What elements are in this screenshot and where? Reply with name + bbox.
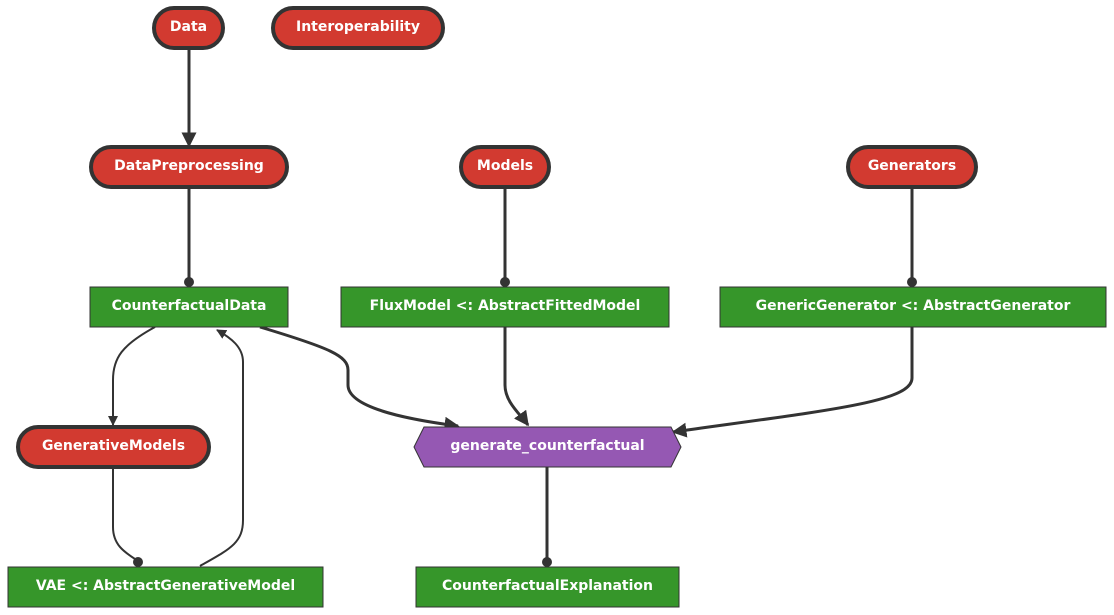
- type-box: [719, 286, 1107, 328]
- node-generatecounterfactual: generate_counterfactual: [413, 426, 682, 468]
- node-genericgenerator: GenericGenerator <: AbstractGenerator: [719, 286, 1107, 328]
- edge-end-dot: [133, 557, 143, 567]
- node-counterfactualdata: CounterfactualData: [89, 286, 289, 328]
- module-pill: [152, 6, 225, 50]
- edges: [108, 48, 917, 567]
- node-label: Interoperability: [296, 19, 420, 35]
- node-label: Generators: [868, 158, 956, 174]
- node-fluxmodel: FluxModel <: AbstractFittedModel: [340, 286, 670, 328]
- node-label: CounterfactualExplanation: [442, 578, 653, 594]
- node-label: CounterfactualData: [112, 298, 267, 314]
- node-datapreprocessing: DataPreprocessing: [89, 145, 289, 189]
- type-box: [7, 566, 324, 608]
- type-box: [415, 566, 680, 608]
- module-pill: [89, 145, 289, 189]
- node-label: FluxModel <: AbstractFittedModel: [370, 298, 641, 314]
- type-box: [89, 286, 289, 328]
- node-label: GenerativeModels: [42, 438, 185, 454]
- module-pill: [846, 145, 978, 189]
- edge-counterfactualdata-to-generativemodels: [108, 326, 156, 426]
- node-vae: VAE <: AbstractGenerativeModel: [7, 566, 324, 608]
- node-generators: Generators: [846, 145, 978, 189]
- node-data: Data: [152, 6, 225, 50]
- edge-end-dot: [542, 557, 552, 567]
- edge-generativemodels-to-vae: [112, 467, 139, 562]
- node-models: Models: [459, 145, 551, 189]
- type-box: [340, 286, 670, 328]
- node-label: generate_counterfactual: [450, 438, 644, 454]
- node-interoperability: Interoperability: [271, 6, 445, 50]
- edge-end-dot: [500, 277, 510, 287]
- edge-vae-to-counterfactualdata: [199, 329, 244, 567]
- function-hexagon: [413, 426, 682, 468]
- node-generativemodels: GenerativeModels: [16, 425, 211, 469]
- edge-end-dot: [907, 277, 917, 287]
- module-pill: [271, 6, 445, 50]
- node-label: Models: [477, 158, 533, 174]
- edge-genericgenerator-to-generatecounterfactual: [671, 327, 914, 438]
- edge-counterfactualdata-to-generatecounterfactual: [259, 325, 460, 432]
- edge-end-dot: [184, 277, 194, 287]
- module-pill: [459, 145, 551, 189]
- module-pill: [16, 425, 211, 469]
- node-label: Data: [170, 19, 207, 35]
- node-label: GenericGenerator <: AbstractGenerator: [756, 298, 1071, 314]
- edge-fluxmodel-to-generatecounterfactual: [503, 327, 530, 427]
- node-label: VAE <: AbstractGenerativeModel: [36, 578, 295, 594]
- node-counterfactualexplanation: CounterfactualExplanation: [415, 566, 680, 608]
- node-label: DataPreprocessing: [114, 158, 264, 174]
